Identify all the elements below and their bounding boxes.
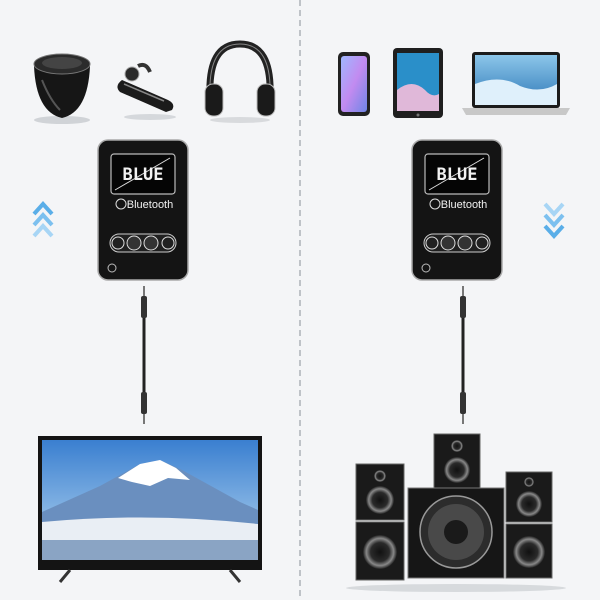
- transmitter-device: BLUE Bluetooth: [97, 139, 189, 281]
- receiver-device: BLUE Bluetooth: [411, 139, 503, 281]
- device-screen-text: BLUE: [437, 165, 478, 185]
- audio-cable-icon: [141, 286, 147, 424]
- device-screen-text: BLUE: [123, 165, 164, 185]
- laptop-icon: [462, 52, 570, 115]
- panel-divider: [299, 0, 301, 600]
- tablet-icon: [393, 48, 443, 118]
- device-brand-label: Bluetooth: [127, 199, 173, 211]
- device-brand-label: Bluetooth: [441, 199, 487, 211]
- device-buttons: [423, 233, 491, 253]
- device-buttons: [109, 233, 177, 253]
- tv-icon: [38, 436, 262, 583]
- receive-arrow-icon: [543, 202, 565, 239]
- speaker-icon: [33, 53, 91, 124]
- transmit-arrow-icon: [32, 201, 54, 238]
- speaker-system-icon: [346, 433, 566, 592]
- headphones-icon: [204, 40, 276, 123]
- audio-cable-icon: [460, 286, 466, 424]
- bluetooth-headset-icon: [117, 62, 176, 120]
- smartphone-icon: [338, 52, 370, 116]
